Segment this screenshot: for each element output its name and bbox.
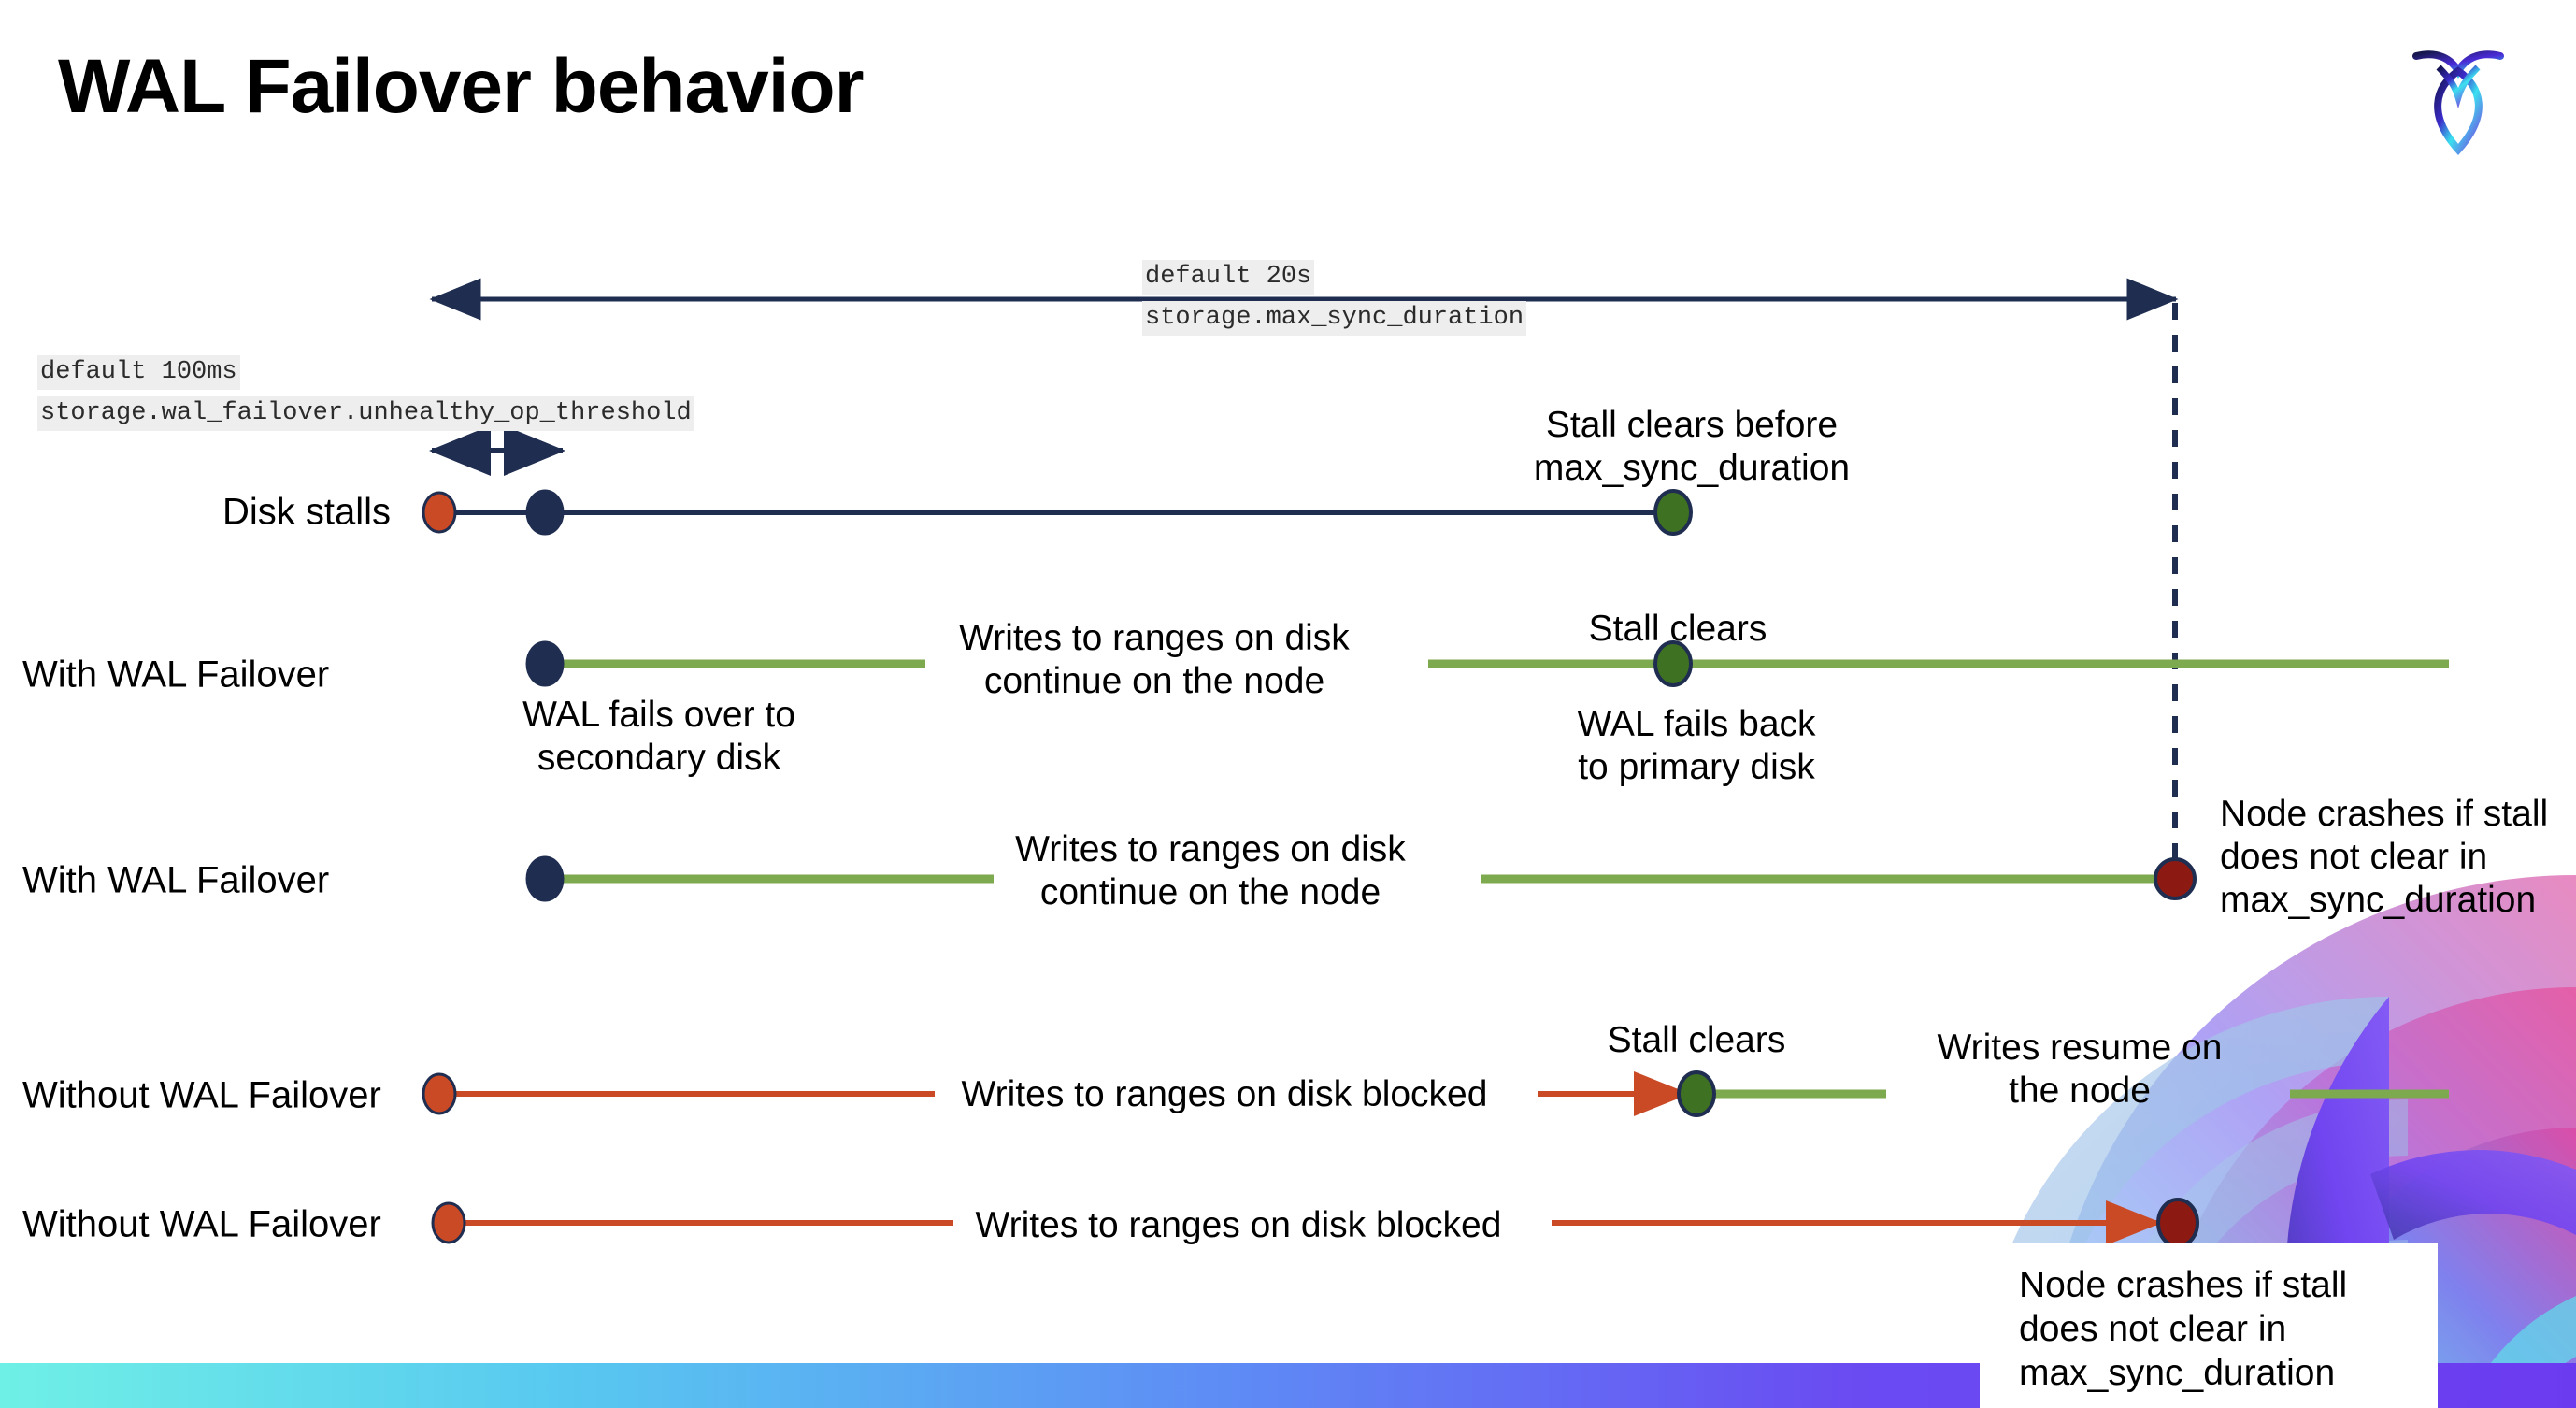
row-label-without-wal-failover-2: Without WAL Failover bbox=[22, 1203, 381, 1245]
annotation-writes-continue-row2: Writes to ranges on disk continue on the… bbox=[959, 618, 1350, 702]
annotation-writes-resume: Writes resume on the node bbox=[1937, 1027, 2223, 1112]
annotation-wal-fails-over: WAL fails over to secondary disk bbox=[522, 695, 795, 779]
annotation-node-crashes-row5: Node crashes if stall does not clear in … bbox=[2019, 1265, 2348, 1393]
row-label-disk-stalls: Disk stalls bbox=[222, 491, 392, 533]
row-label-with-wal-failover-1: With WAL Failover bbox=[22, 654, 330, 696]
annotation-stall-clears-row2: Stall clears bbox=[1588, 609, 1767, 649]
row-label-with-wal-failover-2: With WAL Failover bbox=[22, 859, 330, 901]
unhealthy-op-threshold-setting: storage.wal_failover.unhealthy_op_thresh… bbox=[37, 396, 694, 431]
annotation-stall-clears-before: Stall clears before max_sync_duration bbox=[1533, 405, 1851, 489]
max-sync-duration-default: default 20s bbox=[1142, 260, 1315, 295]
max-sync-duration-setting: storage.max_sync_duration bbox=[1142, 301, 1527, 336]
annotation-stall-clears-row4: Stall clears bbox=[1607, 1020, 1786, 1060]
annotation-node-crashes-row3: Node crashes if stall does not clear in … bbox=[2220, 794, 2549, 921]
annotation-wal-fails-back: WAL fails back to primary disk bbox=[1577, 704, 1816, 788]
page-title: WAL Failover behavior bbox=[58, 44, 865, 129]
cockroachdb-logo-icon bbox=[2412, 50, 2504, 156]
annotation-writes-continue-row3: Writes to ranges on disk continue on the… bbox=[1015, 829, 1406, 913]
annotation-writes-blocked-row5: Writes to ranges on disk blocked bbox=[975, 1205, 1502, 1245]
unhealthy-op-threshold-default: default 100ms bbox=[37, 355, 240, 390]
node-crashes-callout: Node crashes if stall does not clear in … bbox=[1980, 1243, 2438, 1408]
row-label-without-wal-failover-1: Without WAL Failover bbox=[22, 1074, 381, 1116]
annotation-writes-blocked-row4: Writes to ranges on disk blocked bbox=[961, 1074, 1488, 1114]
